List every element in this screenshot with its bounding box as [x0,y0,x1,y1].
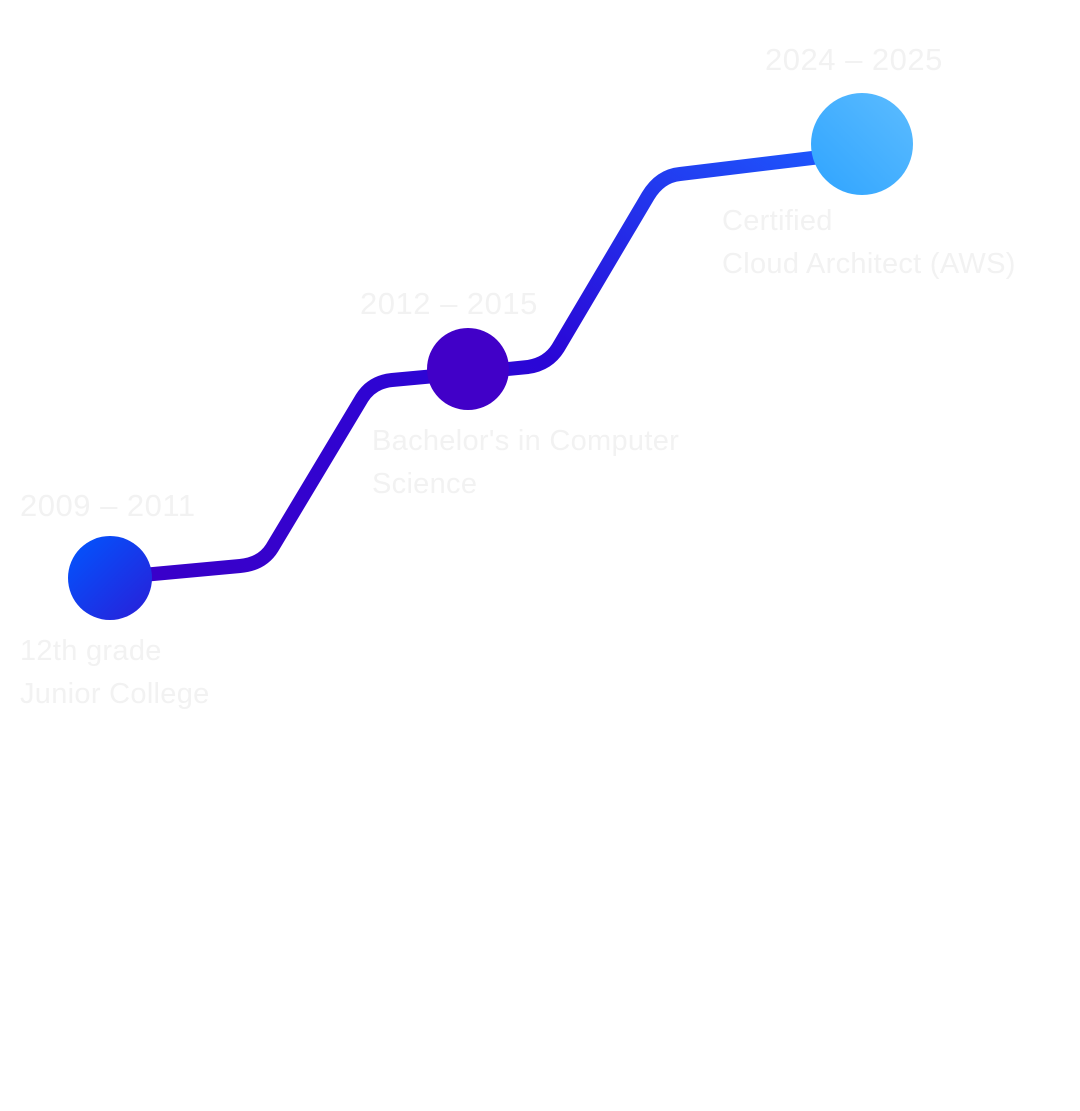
milestone-node-3 [811,93,913,195]
milestone-2-title-line-2: Science [372,468,478,500]
milestone-3-title-line-1: Certified [722,205,833,237]
milestone-2-title: Bachelor's in Computer Science [372,420,679,506]
milestone-node-2 [427,328,509,410]
milestone-3-title-line-2: Cloud Architect (AWS) [722,248,1016,280]
milestone-3-year: 2024 – 2025 [765,42,943,77]
milestone-1-title-line-1: 12th grade [20,635,162,667]
milestone-1-title-line-2: Junior College [20,678,210,710]
milestone-1-year: 2009 – 2011 [20,488,196,523]
milestone-node-1 [68,536,152,620]
milestone-3-title: Certified Cloud Architect (AWS) [722,200,1016,286]
milestone-1-title: 12th grade Junior College [20,630,210,716]
milestone-2-year: 2012 – 2015 [360,286,538,321]
milestone-2-title-line-1: Bachelor's in Computer [372,425,680,457]
